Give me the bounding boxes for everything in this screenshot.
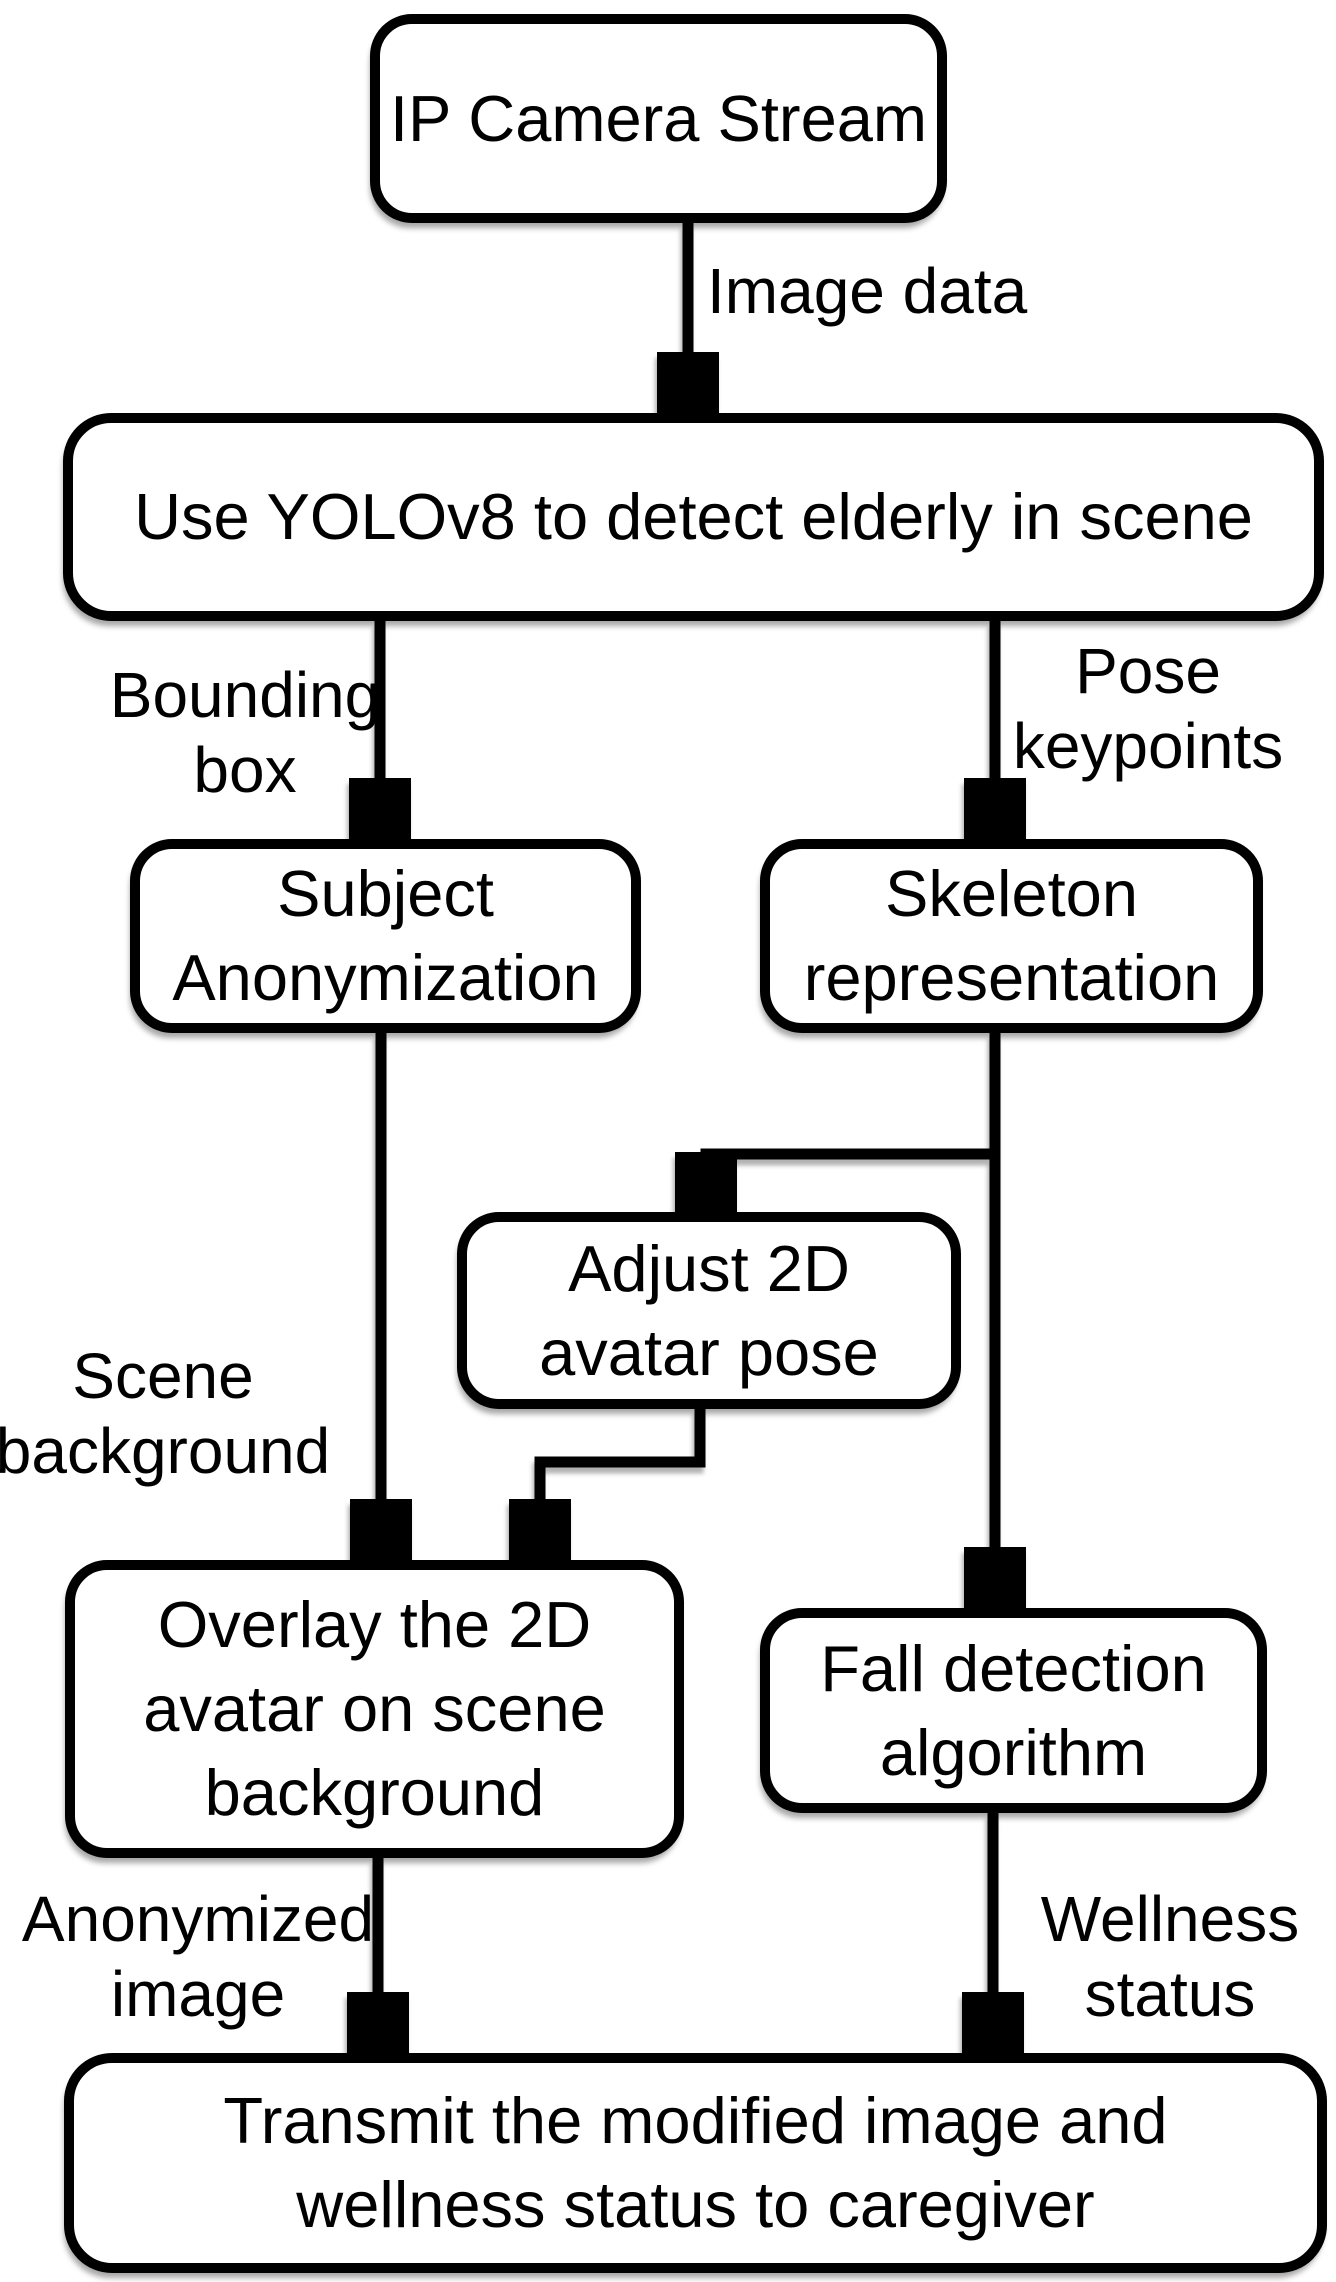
edge-label-wellness-status: Wellness status [1040, 1883, 1300, 2030]
node-adjust-2d-avatar-pose: Adjust 2D avatar pose [457, 1212, 961, 1409]
node-skeleton-representation-label: Skeleton representation [803, 857, 1220, 1014]
node-yolov8-detect-label: Use YOLOv8 to detect elderly in scene [134, 480, 1253, 553]
node-fall-detection-algorithm-label: Fall detection algorithm [820, 1631, 1207, 1789]
edge-label-scene-background: Scene background [0, 1340, 331, 1487]
node-transmit-to-caregiver-label: Transmit the modified image and wellness… [223, 2084, 1168, 2241]
node-ip-camera-stream: IP Camera Stream [370, 14, 947, 223]
node-ip-camera-stream-label: IP Camera Stream [389, 81, 928, 155]
node-fall-detection-algorithm: Fall detection algorithm [760, 1608, 1267, 1813]
edge-label-pose-keypoints: Pose keypoints [1012, 635, 1284, 782]
edge-label-image-data: Image data [707, 255, 1028, 327]
node-overlay-avatar-background-label: Overlay the 2D avatar on scene backgroun… [143, 1588, 606, 1829]
node-subject-anonymization-label: Subject Anonymization [172, 857, 599, 1014]
node-overlay-avatar-background: Overlay the 2D avatar on scene backgroun… [65, 1560, 684, 1858]
edge-label-bounding-box: Bounding box [109, 659, 381, 806]
node-transmit-to-caregiver: Transmit the modified image and wellness… [64, 2053, 1327, 2273]
node-subject-anonymization: Subject Anonymization [130, 839, 641, 1033]
node-yolov8-detect: Use YOLOv8 to detect elderly in scene [63, 413, 1324, 621]
edge-adjust-to-overlay [540, 1408, 706, 1504]
node-skeleton-representation: Skeleton representation [760, 839, 1263, 1033]
node-adjust-2d-avatar-pose-label: Adjust 2D avatar pose [539, 1231, 879, 1389]
edge-skeleton-to-adjust [706, 1148, 995, 1157]
edge-label-anonymized-image: Anonymized image [21, 1883, 375, 2030]
